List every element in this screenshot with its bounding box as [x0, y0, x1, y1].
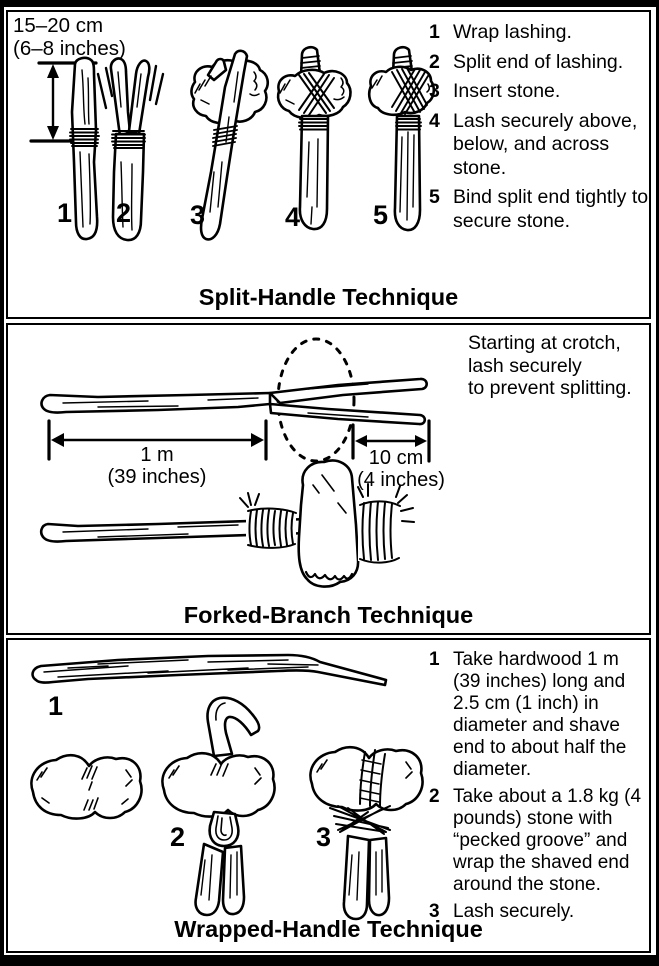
figure-number: 4	[285, 202, 301, 232]
panel-forked-branch: Starting at crotch, lash securely to pre…	[6, 323, 651, 635]
step-item: 2 Split end of lashing.	[429, 51, 651, 75]
measure-10cm	[351, 419, 431, 463]
step-number: 4	[429, 109, 440, 132]
page-frame: 15–20 cm (6–8 inches) 1 2 3 4 5 1 Wrap la…	[4, 7, 656, 955]
lashing-knot-tuft	[239, 492, 260, 508]
figure-number: 3	[316, 822, 332, 852]
step-item: 3 Insert stone.	[429, 80, 651, 104]
wrap-step-assembly	[161, 696, 276, 917]
finished-forked-tool	[39, 459, 415, 588]
forked-branch-illustration	[39, 337, 431, 588]
panel-wrapped-handle: 1 2 3 1 Take hardwood 1 m (39 inches) lon…	[6, 638, 651, 953]
step-text: Take about a 1.8 kg (4 pounds) stone wit…	[453, 786, 642, 895]
stick-figure-5	[367, 45, 436, 232]
wrapped-handle-steps: 1 Take hardwood 1 m (39 inches) long and …	[429, 649, 647, 928]
figure-number: 5	[373, 200, 389, 230]
lashed-assembly	[309, 745, 424, 921]
figure-number: 2	[116, 198, 132, 228]
step-item: 2 Take about a 1.8 kg (4 pounds) stone wi…	[429, 786, 647, 896]
step-text: Insert stone.	[453, 80, 561, 102]
lashing-knot-tuft	[357, 483, 415, 523]
length-measurement-label: 15–20 cm (6–8 inches)	[13, 14, 126, 60]
figure-number: 3	[190, 200, 206, 230]
step-item: 4 Lash securely above, below, and across …	[429, 110, 651, 181]
step-number: 3	[429, 901, 440, 922]
lashing-note: Starting at crotch, lash securely to pre…	[468, 332, 632, 399]
step-text: Lash securely.	[453, 901, 575, 922]
panel-caption: Split-Handle Technique	[198, 284, 459, 310]
panel-caption: Wrapped-Handle Technique	[174, 916, 483, 942]
measure-label-1m: 1 m	[140, 444, 174, 466]
step-text: Split end of lashing.	[453, 50, 624, 73]
measure-label-4in: (4 inches)	[357, 469, 445, 491]
length-cm: 15–20 cm	[13, 14, 104, 37]
measure-1m	[47, 419, 268, 461]
panel-caption: Forked-Branch Technique	[183, 602, 474, 628]
wrapped-handle-illustration	[30, 653, 424, 921]
step-number: 2	[429, 50, 440, 73]
step-text: Lash securely above, below, and across s…	[453, 109, 638, 179]
shaved-stick	[31, 653, 388, 687]
step-item: 1 Take hardwood 1 m (39 inches) long and …	[429, 649, 647, 781]
figure-number: 1	[48, 691, 64, 721]
figure-number: 2	[170, 822, 186, 852]
motion-lines	[96, 64, 165, 110]
stick-figure-4	[276, 45, 352, 231]
lashing-mass	[329, 805, 391, 835]
grooved-stone	[30, 753, 143, 820]
figure-number: 1	[57, 198, 73, 228]
forked-branch	[40, 377, 428, 426]
step-item: 5 Bind split end tightly to secure stone.	[429, 186, 651, 233]
step-text: Take hardwood 1 m (39 inches) long and 2…	[453, 649, 627, 780]
step-number: 1	[429, 21, 440, 43]
split-handle-illustration	[29, 45, 436, 242]
panel-split-handle: 15–20 cm (6–8 inches) 1 2 3 4 5 1 Wrap la…	[6, 10, 651, 319]
step-text: Wrap lashing.	[453, 21, 572, 43]
length-inches: (6–8 inches)	[13, 37, 126, 60]
stick-figure-3	[190, 49, 270, 241]
measure-label-10cm: 10 cm	[368, 447, 424, 469]
step-number: 1	[429, 649, 440, 670]
stick-figure-2	[96, 57, 165, 242]
stick-figure-1	[69, 56, 100, 241]
step-item: 3 Lash securely.	[429, 901, 647, 923]
step-number: 2	[429, 786, 440, 807]
step-text: Bind split end tightly to secure stone.	[453, 186, 649, 232]
step-number: 5	[429, 186, 440, 208]
step-number: 3	[429, 80, 440, 102]
measure-label-39in: (39 inches)	[107, 466, 207, 488]
step-item: 1 Wrap lashing.	[429, 21, 651, 45]
